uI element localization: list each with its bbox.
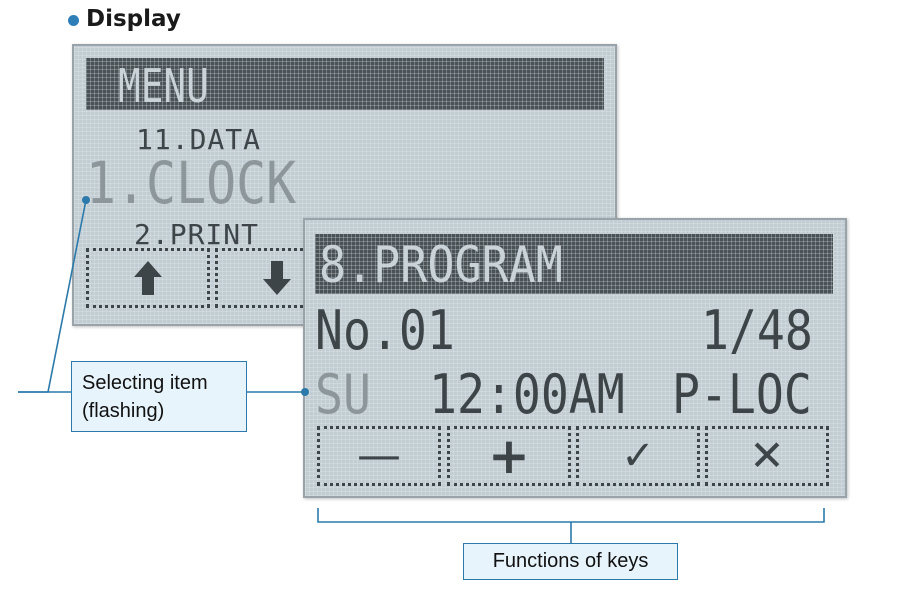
cancel-key[interactable]: ✕ — [705, 426, 829, 486]
up-arrow-icon — [134, 261, 162, 295]
functions-of-keys-label: Functions of keys — [492, 550, 649, 572]
menu-title-bar: MENU — [86, 58, 604, 110]
section-heading: Display — [68, 4, 181, 34]
x-icon: ✕ — [749, 431, 785, 480]
selecting-item-label: Selecting item — [82, 372, 208, 394]
program-time: 12:00AM — [429, 363, 625, 426]
lcd-program-screen: 8.PROGRAM No.01 1/48 SU 12:00AM P-LOC — … — [303, 218, 847, 498]
menu-item-selected: 1.CLOCK — [86, 149, 297, 217]
down-arrow-icon — [263, 261, 291, 295]
menu-item-below: 2.PRINT — [134, 218, 260, 251]
minus-key[interactable]: — — [317, 426, 441, 486]
menu-title: MENU — [118, 59, 209, 113]
plus-icon: + — [488, 427, 530, 485]
minus-icon: — — [357, 430, 401, 481]
program-mode: P-LOC — [672, 363, 812, 426]
selecting-item-callout: Selecting item (flashing) — [71, 361, 247, 432]
selecting-item-sublabel: (flashing) — [82, 400, 165, 422]
section-heading-text: Display — [86, 6, 181, 32]
bullet-icon — [68, 14, 79, 26]
program-title: 8.PROGRAM — [319, 236, 563, 294]
program-number: No.01 — [315, 299, 455, 362]
checkmark-icon: ✓ — [621, 433, 655, 479]
program-day-selected: SU — [315, 363, 371, 426]
up-key[interactable] — [86, 248, 210, 308]
menu-item-above: 11.DATA — [136, 123, 262, 156]
program-title-bar: 8.PROGRAM — [315, 234, 833, 294]
program-page-count: 1/48 — [701, 299, 813, 362]
confirm-key[interactable]: ✓ — [576, 426, 700, 486]
leader-dot-front — [301, 388, 309, 396]
leader-dot-back — [82, 196, 90, 204]
plus-key[interactable]: + — [447, 426, 571, 486]
functions-of-keys-callout: Functions of keys — [463, 543, 678, 580]
keys-bracket — [317, 508, 825, 523]
